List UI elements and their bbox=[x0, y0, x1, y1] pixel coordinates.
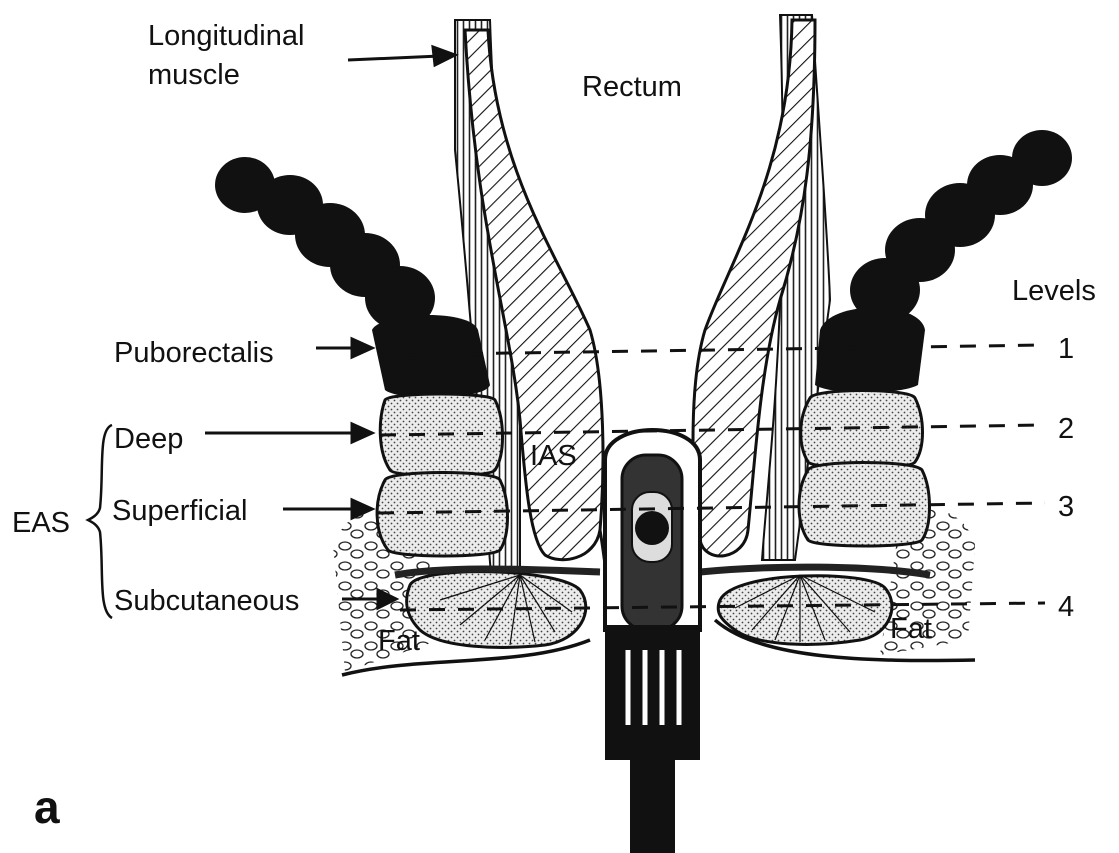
ias-label: IAS bbox=[530, 440, 577, 472]
fat-right-label: Fat bbox=[890, 613, 932, 645]
fat-left-label: Fat bbox=[378, 625, 420, 657]
subcutaneous-label: Subcutaneous bbox=[114, 585, 299, 617]
intersphincteric-band-right bbox=[700, 567, 930, 575]
longitudinal-muscle-label-line2: muscle bbox=[148, 59, 240, 91]
eas-superficial-left bbox=[377, 473, 507, 557]
eas-brace bbox=[88, 425, 112, 618]
eas-label: EAS bbox=[12, 507, 70, 539]
level-number-4: 4 bbox=[1058, 591, 1074, 623]
superficial-label: Superficial bbox=[112, 495, 247, 527]
level-number-1: 1 bbox=[1058, 333, 1074, 365]
level-number-2: 2 bbox=[1058, 413, 1074, 445]
endoanal-probe bbox=[605, 430, 700, 853]
puborectalis-label: Puborectalis bbox=[114, 337, 274, 369]
deep-label: Deep bbox=[114, 423, 183, 455]
rectum-label: Rectum bbox=[582, 71, 682, 103]
eas-subcutaneous-right bbox=[718, 576, 892, 645]
level-number-3: 3 bbox=[1058, 491, 1074, 523]
longitudinal-muscle-label: Longitudinal bbox=[148, 20, 304, 52]
puborectalis-right bbox=[815, 130, 1072, 393]
levels-title: Levels bbox=[1012, 275, 1096, 307]
panel-letter: a bbox=[34, 781, 60, 833]
